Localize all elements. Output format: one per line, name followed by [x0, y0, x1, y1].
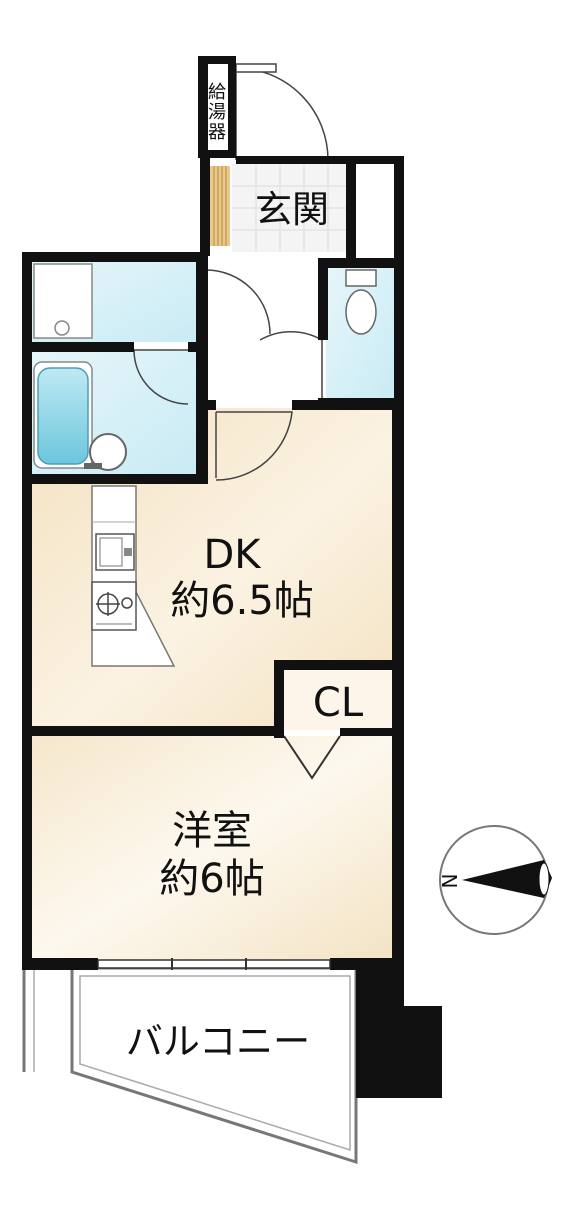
compass-needle-icon: [462, 860, 552, 898]
compass-north-label: N: [438, 874, 462, 889]
toilet-bowl: [345, 269, 377, 335]
dk-room-size: 約6.5帖: [170, 578, 314, 624]
dk-room-name: DK: [203, 532, 262, 578]
water-heater-char-3: 器: [208, 122, 226, 143]
shoe-cabinet: [210, 166, 230, 246]
closet-label: CL: [313, 680, 364, 726]
western-room-size: 約6帖: [159, 856, 264, 902]
stove: [91, 581, 137, 631]
entrance-label: 玄関: [255, 188, 329, 231]
water-heater-char-2: 湯: [208, 102, 226, 123]
compass: N: [438, 825, 552, 935]
western-room-name: 洋室: [172, 808, 252, 854]
walls: [22, 56, 442, 1098]
doors: [133, 63, 341, 780]
wash-basin: [89, 433, 127, 471]
water-heater-label: 給 湯 器: [208, 82, 226, 143]
fixtures: [33, 263, 377, 667]
entrance-tile-grid: [232, 164, 352, 252]
balcony-window: [97, 958, 331, 970]
western-room-floor: [30, 736, 394, 960]
water-heater-char-1: 給: [208, 82, 226, 103]
closet-floor: [282, 668, 394, 730]
balcony-floor: [70, 966, 358, 1165]
balcony-label: バルコニー: [126, 1020, 310, 1063]
